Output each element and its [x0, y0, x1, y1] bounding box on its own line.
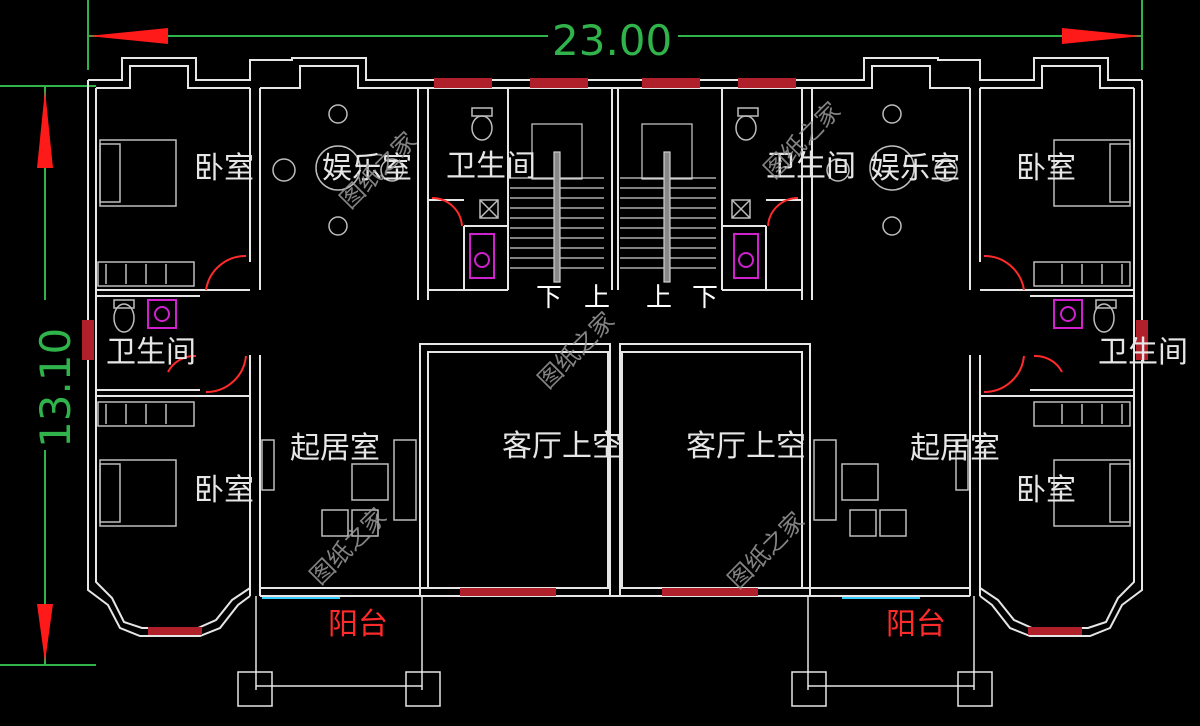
walls: [87, 57, 1143, 637]
room-label-bathroom-top-l: 卫生间: [446, 149, 536, 184]
room-label-entertainment-l: 娱乐室: [322, 151, 412, 186]
room-label-entertainment-r: 娱乐室: [870, 151, 960, 186]
room-label-void-l: 客厅上空: [502, 429, 622, 464]
room-label-bathroom-top-r: 卫生间: [766, 149, 856, 184]
doors: [167, 196, 1063, 394]
room-label-balcony-l: 阳台: [328, 607, 388, 642]
dimension-arrow-left: [88, 28, 168, 44]
room-label-bedroom-tl: 卧室: [194, 151, 254, 186]
room-label-bedroom-br: 卧室: [1016, 473, 1076, 508]
dimension-arrow-right: [1062, 28, 1142, 44]
room-label-void-r: 客厅上空: [686, 429, 806, 464]
watermark-5: 图纸之家: [722, 507, 810, 595]
width-dimension-label: 23.00: [552, 16, 672, 65]
stair-up-right: 上: [646, 283, 672, 313]
stair-down-left: 下: [536, 283, 562, 313]
room-label-bathroom-mid-l: 卫生间: [106, 335, 196, 370]
windows: [82, 78, 1148, 635]
room-label-balcony-r: 阳台: [886, 607, 946, 642]
room-label-bedroom-tr: 卧室: [1016, 151, 1076, 186]
stair-down-right: 下: [692, 283, 718, 313]
room-label-bedroom-bl: 卧室: [194, 473, 254, 508]
sink-fixtures: [147, 233, 1083, 329]
furniture: [97, 104, 1131, 537]
stair-up-left: 上: [584, 283, 610, 313]
dimension-arrow-down: [37, 604, 53, 662]
balcony-structure: [237, 596, 993, 707]
room-label-living-l: 起居室: [290, 431, 380, 466]
watermark-3: 图纸之家: [532, 307, 620, 395]
height-dimension-label: 13.10: [31, 328, 80, 448]
room-label-bathroom-mid-r: 卫生间: [1098, 335, 1188, 370]
room-label-living-r: 起居室: [910, 431, 1000, 466]
stair-treads: [510, 123, 716, 283]
dimension-arrow-up: [37, 90, 53, 168]
